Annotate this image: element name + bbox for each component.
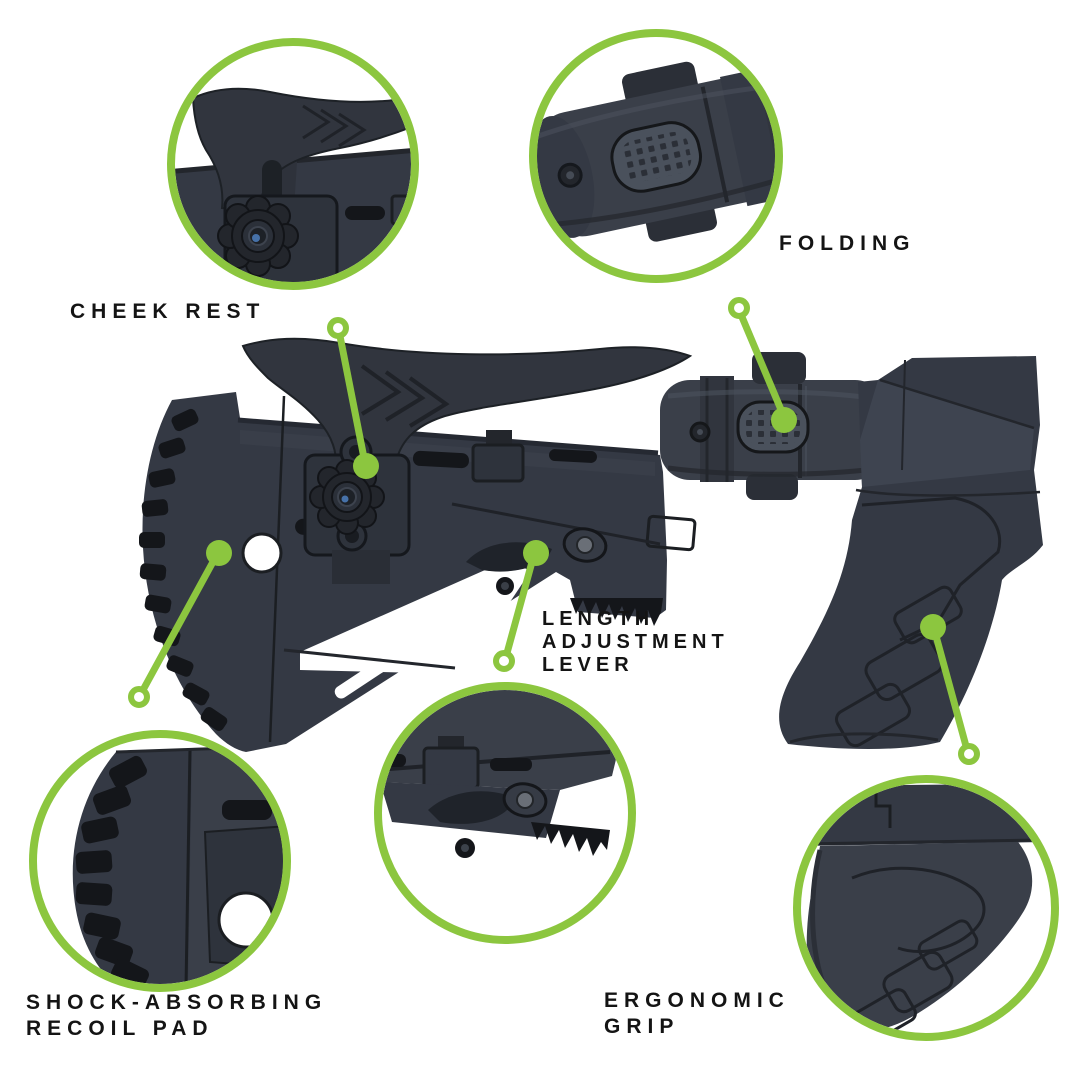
stock-cutout-triangle [300,558,530,674]
stock-illustration [139,337,1043,752]
pad-separation-line [268,395,286,743]
callout-ring [958,743,980,765]
cheek-rest-detail-circle [167,38,419,290]
label-length-adjustment-lever: LENGTH ADJUSTMENT LEVER [542,608,729,676]
stock-top-edge [237,417,659,456]
strut-slot [334,610,461,699]
horn-chevrons [360,364,450,428]
callout-dot [523,540,549,566]
folding-callout [728,297,797,433]
callout-ring [728,297,750,319]
callout-dot [206,540,232,566]
recoil-pad-ribs [139,408,228,731]
length-lever-callout [493,540,549,672]
callout-dot [353,453,379,479]
callouts [128,297,980,765]
folding-detail-circle [529,29,783,283]
label-shock-absorbing-recoil-pad: SHOCK-ABSORBING RECOIL PAD [26,991,328,1040]
cheek-adjust-knob [303,435,411,584]
label-cheek-rest: CHEEK REST [70,300,266,323]
callout-ring [493,650,515,672]
label-folding: FOLDING [779,232,916,255]
callout-dot [771,407,797,433]
grip-panels [789,496,1002,748]
cheek-rest-callout [327,317,379,479]
callout-ring [327,317,349,339]
callout-ring [128,686,150,708]
label-ergonomic-grip: ERGONOMIC GRIP [604,989,790,1038]
recoil-pad-detail-circle [29,730,291,992]
body-bottom-line [283,648,456,670]
callout-dot [920,614,946,640]
ergonomic-grip-detail-circle [793,775,1059,1041]
ergonomic-grip-callout [920,614,980,765]
recoil-pad-callout [128,540,232,708]
length-lever-detail-circle [374,682,636,944]
